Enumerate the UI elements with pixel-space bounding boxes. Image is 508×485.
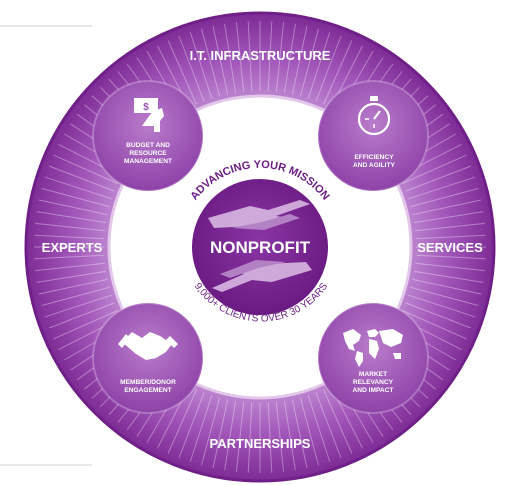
node-market-line-3: AND IMPACT bbox=[353, 387, 394, 394]
sunburst-ray bbox=[414, 270, 484, 283]
sunburst-ray bbox=[299, 28, 319, 97]
sunburst-ray bbox=[275, 22, 285, 92]
node-engagement: MEMBER/DONOR ENGAGEMENT bbox=[92, 302, 204, 414]
stopwatch-icon bbox=[357, 96, 391, 136]
sunburst-ray bbox=[41, 286, 110, 306]
sunburst-ray bbox=[38, 199, 108, 216]
sunburst-ray bbox=[36, 211, 106, 224]
sunburst-ray bbox=[405, 165, 472, 192]
sunburst-ray bbox=[402, 154, 467, 184]
sunburst-ray bbox=[414, 211, 484, 224]
center-title: NONPROFIT bbox=[210, 238, 311, 257]
sunburst-ray bbox=[267, 21, 273, 92]
sunburst-ray bbox=[415, 254, 486, 260]
sunburst-ray bbox=[267, 402, 273, 473]
sunburst-ray bbox=[178, 35, 205, 102]
sunburst-ray bbox=[212, 399, 229, 469]
sunburst-ray bbox=[189, 395, 213, 463]
node-efficiency-line-1: EFFICIENCY bbox=[354, 154, 394, 161]
sunburst-ray bbox=[402, 310, 467, 340]
node-market-line-1: MARKET bbox=[359, 371, 387, 378]
node-engagement-line-2: ENGAGEMENT bbox=[124, 387, 171, 394]
sunburst-ray bbox=[412, 199, 482, 216]
node-efficiency: EFFICIENCY AND AGILITY bbox=[317, 80, 429, 192]
sunburst-ray bbox=[224, 23, 237, 93]
sunburst-ray bbox=[44, 294, 112, 318]
node-engagement-line-1: MEMBER/DONOR bbox=[120, 379, 176, 386]
sunburst-ray bbox=[415, 222, 485, 232]
sunburst-ray bbox=[299, 397, 319, 466]
node-efficiency-line-2: AND AGILITY bbox=[353, 162, 395, 169]
sunburst-ray bbox=[235, 402, 245, 472]
sunburst-ray bbox=[408, 294, 476, 318]
sunburst-ray bbox=[34, 234, 105, 240]
sunburst-ray bbox=[235, 22, 245, 92]
sunburst-ray bbox=[291, 399, 308, 469]
node-market: MARKET RELEVANCY AND IMPACT bbox=[317, 302, 429, 414]
sunburst-ray bbox=[410, 286, 479, 306]
node-budget: $ BUDGET AND RESOURCE MANAGEMENT bbox=[92, 80, 204, 192]
ring-label-left: EXPERTS bbox=[42, 240, 103, 255]
sunburst-ray bbox=[247, 21, 253, 92]
sunburst-ray bbox=[201, 397, 221, 466]
sunburst-ray bbox=[212, 25, 229, 95]
sunburst-ray bbox=[178, 392, 205, 459]
sunburst-ray bbox=[35, 262, 105, 272]
node-budget-line-1: BUDGET AND bbox=[126, 142, 170, 149]
money-hand-icon: $ bbox=[134, 98, 164, 132]
sunburst-ray bbox=[307, 395, 331, 463]
sunburst-ray bbox=[53, 154, 118, 184]
sunburst-ray bbox=[408, 176, 476, 200]
sunburst-ray bbox=[323, 389, 353, 454]
sunburst-ray bbox=[41, 188, 110, 208]
outer-ring-edge bbox=[24, 11, 496, 483]
sunburst-ray bbox=[35, 222, 105, 232]
handshake-icon bbox=[118, 332, 178, 360]
sunburst-ray bbox=[307, 31, 331, 99]
sunburst-ray bbox=[167, 389, 197, 454]
sunburst-ray bbox=[291, 25, 308, 95]
sunburst-ray bbox=[415, 234, 486, 240]
node-budget-line-3: MANAGEMENT bbox=[124, 158, 172, 165]
sunburst-ray bbox=[323, 40, 353, 105]
center-hub: NONPROFIT bbox=[192, 179, 328, 315]
sunburst-ray bbox=[315, 392, 342, 459]
sunburst-ray bbox=[44, 176, 112, 200]
sunburst-ray bbox=[405, 302, 472, 329]
sunburst-ray bbox=[38, 278, 108, 295]
sunburst-ray bbox=[189, 31, 213, 99]
ring-label-right: SERVICES bbox=[417, 240, 483, 255]
sunburst-ray bbox=[201, 28, 221, 97]
node-market-line-2: RELEVANCY bbox=[353, 379, 394, 386]
sunburst-ray bbox=[315, 35, 342, 102]
svg-text:$: $ bbox=[143, 102, 149, 113]
sunburst-ray bbox=[410, 188, 479, 208]
inner-disc-edge bbox=[107, 94, 413, 400]
sunburst-ray bbox=[224, 401, 237, 471]
ring-label-bottom: PARTNERSHIPS bbox=[210, 436, 311, 451]
sunburst-ray bbox=[36, 270, 106, 283]
sunburst-ray bbox=[53, 310, 118, 340]
sunburst-ray bbox=[283, 23, 296, 93]
reaching-hands-bottom-icon bbox=[212, 260, 312, 292]
sunburst-ray bbox=[167, 40, 197, 105]
sunburst-ray bbox=[275, 402, 285, 472]
world-map-icon bbox=[343, 329, 403, 367]
sunburst-ray bbox=[415, 262, 485, 272]
sunburst-ray bbox=[34, 254, 105, 260]
ring-label-top: I.T. INFRASTRUCTURE bbox=[190, 48, 331, 63]
node-budget-line-2: RESOURCE bbox=[129, 150, 167, 157]
reaching-hands-top-icon bbox=[208, 200, 310, 230]
sunburst-ray bbox=[412, 278, 482, 295]
sunburst-ray bbox=[48, 302, 115, 329]
sunburst-ray bbox=[48, 165, 115, 192]
sunburst-ray bbox=[247, 402, 253, 473]
sunburst-ray bbox=[283, 401, 296, 471]
